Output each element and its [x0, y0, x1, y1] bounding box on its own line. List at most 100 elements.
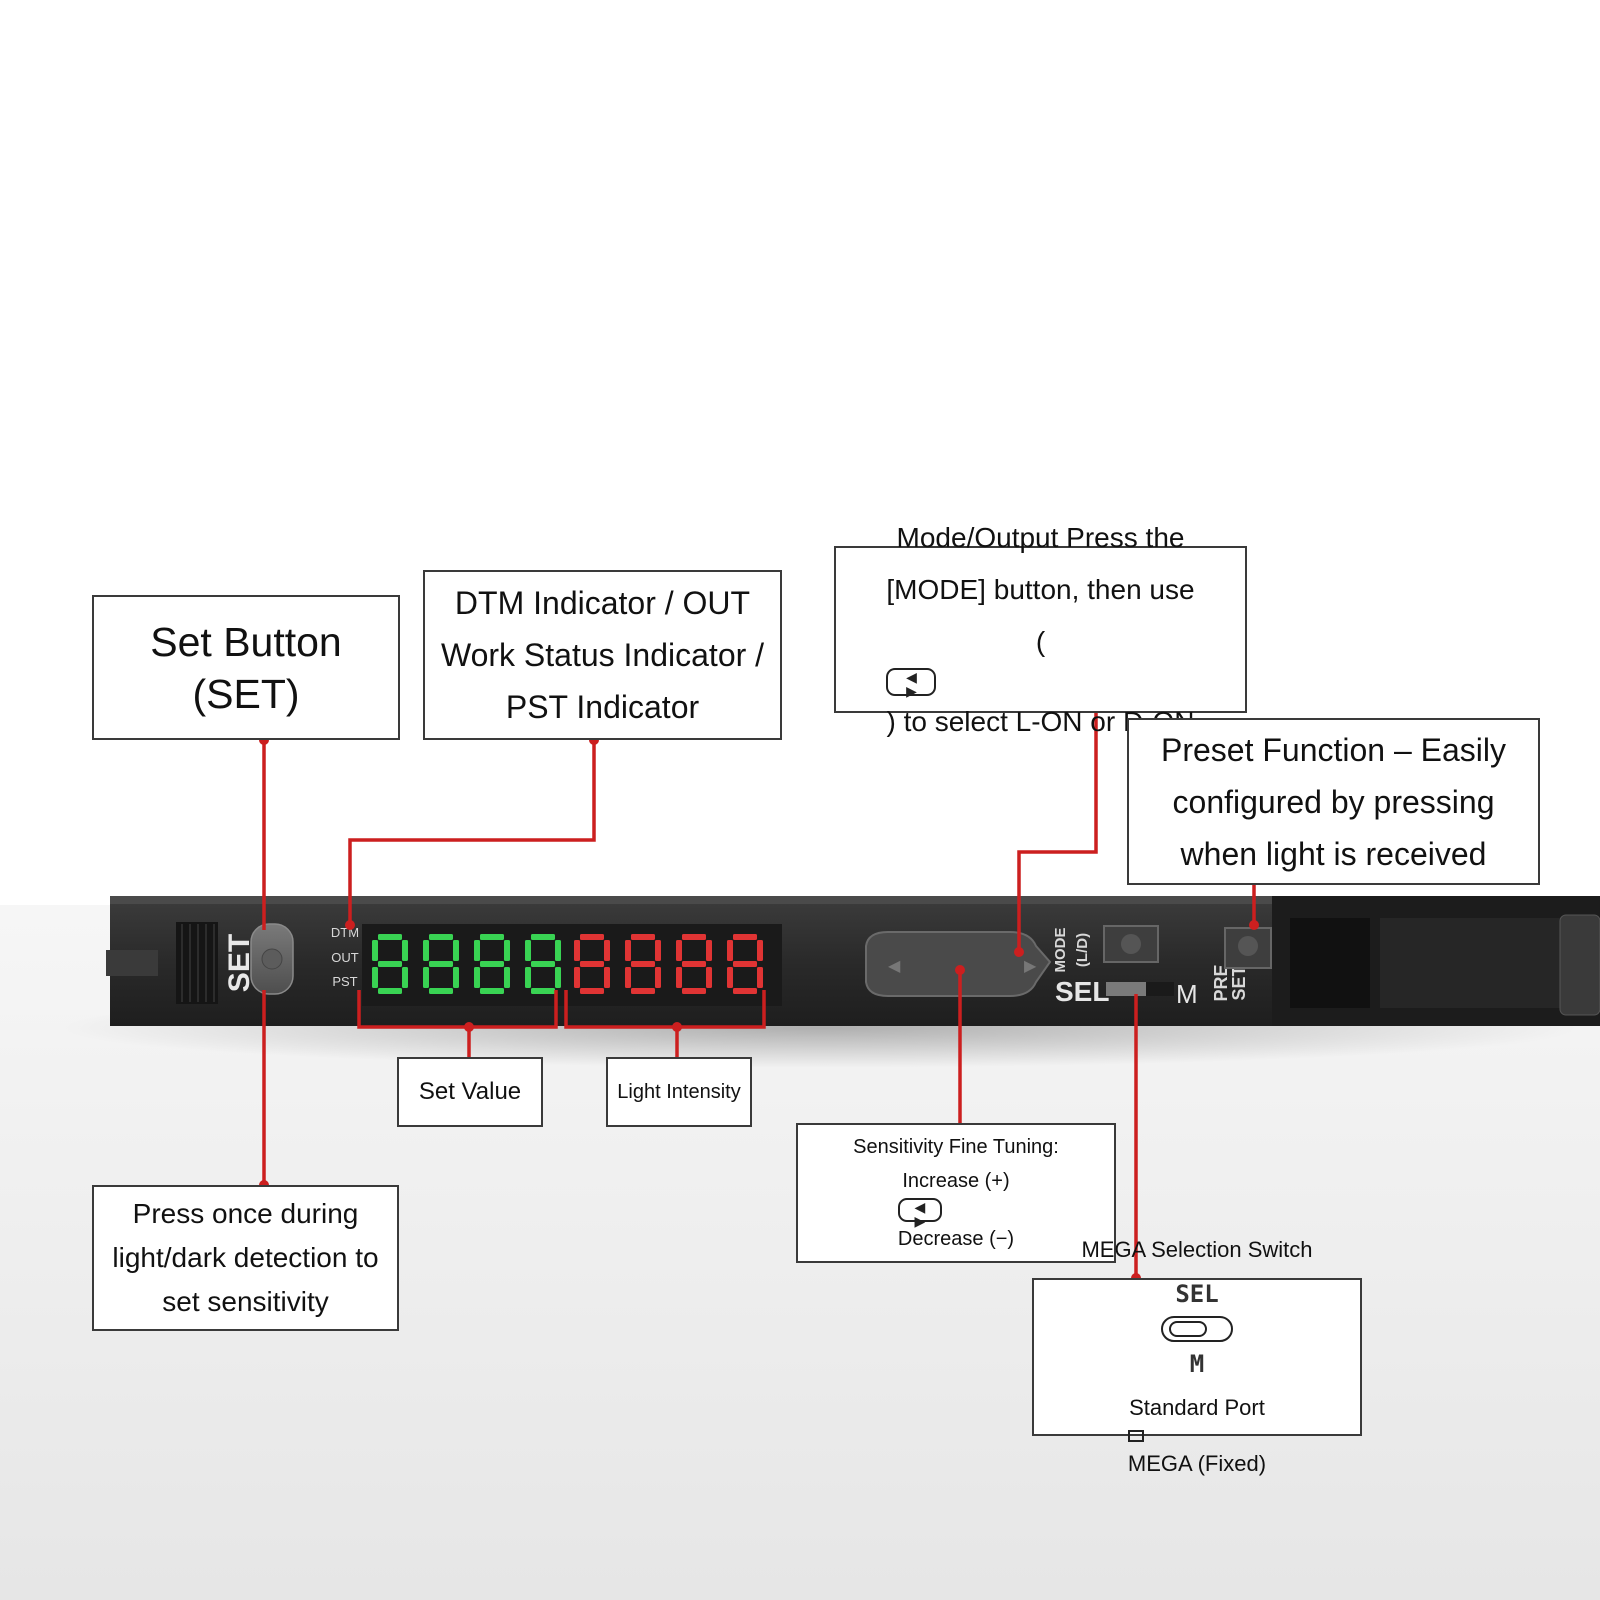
digit-segment	[580, 961, 604, 967]
digit-segment	[402, 940, 408, 961]
callout-text: set sensitivity	[162, 1286, 329, 1317]
digit-segment	[531, 988, 555, 994]
digit-segment	[531, 961, 555, 967]
left-arrow-icon: ◀	[914, 1199, 926, 1215]
digit-segment	[604, 967, 610, 988]
digit-segment	[757, 967, 763, 988]
callout-text: PST Indicator	[505, 689, 700, 725]
callout-text: Set Value	[418, 1078, 522, 1105]
callout-text: DTM Indicator / OUT	[454, 585, 751, 621]
callout-row: Increase (+) ◀ ▶ Decrease (−)	[897, 1164, 1015, 1256]
light-intensity-digit	[625, 934, 661, 994]
preset-button-dimple	[1238, 936, 1258, 956]
bracket-set-value	[357, 990, 558, 1029]
callout-text: when light is received	[1180, 835, 1487, 872]
out-indicator-label: OUT	[331, 950, 359, 965]
digit-segment	[655, 967, 661, 988]
digit-segment	[453, 967, 459, 988]
digit-segment	[733, 934, 757, 940]
digit-segment	[631, 988, 655, 994]
vent-slats	[181, 924, 215, 1002]
digit-segment	[453, 940, 459, 961]
digit-segment	[676, 940, 682, 961]
display-window	[362, 924, 782, 1006]
callout-text: Standard Port	[1129, 1395, 1265, 1420]
digit-segment	[655, 940, 661, 961]
digit-segment	[631, 961, 655, 967]
digit-segment	[682, 934, 706, 940]
digit-segment	[604, 940, 610, 961]
callout-text: MEGA Selection Switch	[1081, 1237, 1313, 1262]
digit-segment	[555, 940, 561, 961]
leader-lines	[262, 713, 1256, 1278]
callout-text: Decrease (−)	[897, 1228, 1015, 1250]
m-label: M	[1176, 979, 1198, 1009]
bracket-light-intensity	[564, 990, 766, 1029]
preset-label-bottom: SET	[1229, 965, 1249, 1000]
callout-text: Sensitivity Fine Tuning:	[853, 1136, 1059, 1158]
leader-mode	[1017, 713, 1098, 952]
left-arrow-icon: ◀	[906, 668, 917, 685]
digit-segment	[504, 940, 510, 961]
digit-segment	[580, 934, 604, 940]
digit-segment	[423, 967, 429, 988]
digit-segment	[625, 967, 631, 988]
digit-segment	[682, 988, 706, 994]
digit-segment	[676, 967, 682, 988]
callout-text: [MODE] button, then use	[886, 573, 1195, 605]
set-value-callout: Set Value	[397, 1057, 543, 1127]
callout-text: light/dark detection to	[112, 1242, 379, 1273]
mode-button-dimple	[1121, 934, 1141, 954]
connector-housing	[1380, 918, 1560, 1008]
callout-text: configured by pressing	[1172, 783, 1495, 820]
callout-text: Press once during	[132, 1198, 359, 1229]
digit-segment	[706, 940, 712, 961]
fine-tuning-rocker[interactable]	[865, 931, 1052, 997]
switch-icon	[1161, 1316, 1233, 1342]
digit-segment	[757, 940, 763, 961]
digit-segment	[429, 934, 453, 940]
mode-sub-label: (L/D)	[1074, 933, 1091, 967]
press-once-callout: Press once during light/dark detection t…	[92, 1185, 399, 1331]
preset-label-top: PRE	[1211, 964, 1231, 1001]
set-button-callout: Set Button (SET)	[92, 595, 400, 740]
light-intensity-digit	[676, 934, 712, 994]
device-top-edge	[110, 896, 1600, 904]
digit-segment	[480, 934, 504, 940]
callout-text: Work Status Indicator /	[440, 637, 765, 673]
digit-segment	[378, 988, 402, 994]
preset-function-callout: Preset Function – Easily configured by p…	[1127, 718, 1540, 885]
light-intensity-digit	[727, 934, 763, 994]
cable-latch	[1559, 914, 1600, 1016]
digit-segment	[580, 988, 604, 994]
set-button-dimple	[261, 948, 283, 970]
left-arrow-icon: ◀	[888, 958, 901, 975]
dtm-indicator-label: DTM	[331, 925, 359, 940]
digit-segment	[631, 934, 655, 940]
right-arrow-icon: ▶	[914, 1213, 926, 1229]
digit-segment	[378, 934, 402, 940]
sel-label: SEL	[1055, 976, 1109, 1007]
callout-text: Set Button	[150, 618, 342, 665]
mode-output-callout: Mode/Output Press the [MODE] button, the…	[834, 522, 1247, 737]
digit-segment	[372, 967, 378, 988]
callout-text: (SET)	[192, 670, 300, 717]
set-value-digit	[372, 934, 408, 994]
end-clip	[106, 950, 158, 976]
digit-segment	[727, 967, 733, 988]
right-arrow-icon: ▶	[906, 682, 917, 699]
digit-segment	[525, 967, 531, 988]
pst-indicator-label: PST	[332, 974, 357, 989]
digit-segment	[682, 961, 706, 967]
digit-segment	[402, 967, 408, 988]
right-arrow-icon: ▶	[1024, 958, 1037, 975]
rocker-button-icon: ◀ ▶	[886, 667, 937, 699]
separator-square-icon	[1127, 1430, 1144, 1442]
digit-segment	[372, 940, 378, 961]
connector-block	[1290, 918, 1370, 1008]
light-intensity-display	[574, 934, 763, 994]
callout-text: MEGA (Fixed)	[1127, 1451, 1267, 1476]
dtm-indicator-callout: DTM Indicator / OUT Work Status Indicato…	[423, 570, 782, 740]
mega-switch-knob[interactable]	[1106, 982, 1146, 996]
